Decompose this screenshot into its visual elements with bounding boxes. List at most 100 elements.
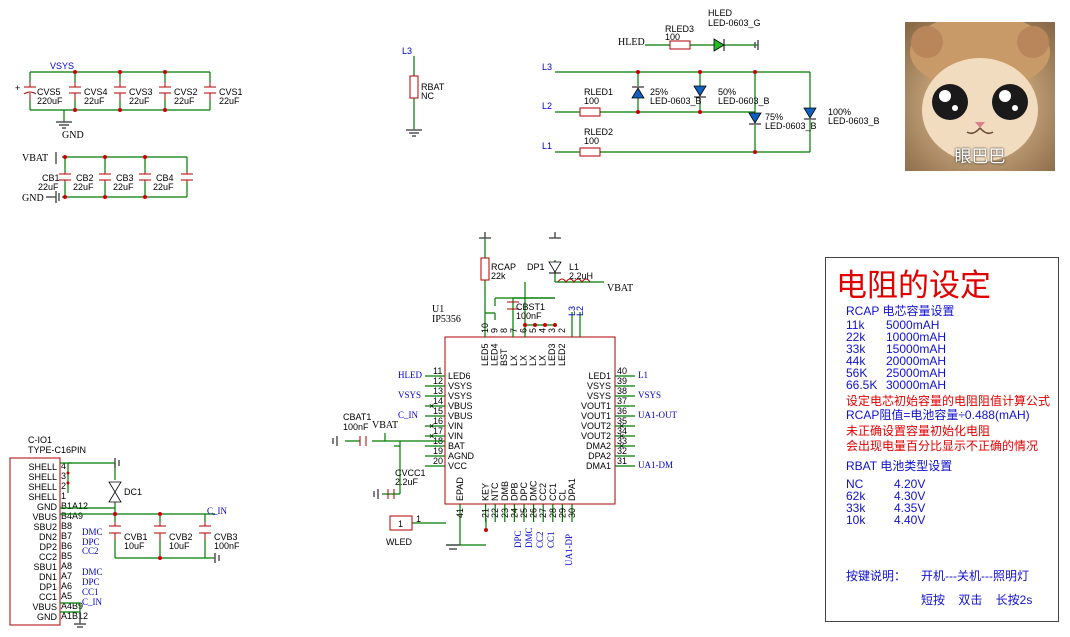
cb1-value: 22uF — [38, 182, 59, 192]
bottom-pin-num: 29 — [557, 508, 567, 518]
right-pin-name: VOUT1 — [581, 411, 611, 421]
bottom-pin-name: KEY — [481, 483, 491, 501]
usb-pin-num: A4B9 — [61, 601, 83, 611]
wled-pin-num-2: 1 — [416, 514, 421, 524]
cvs4-value: 22uF — [84, 96, 105, 106]
cb2-ref: CB2 — [76, 173, 94, 183]
bottom-pin-num: 21 — [481, 508, 491, 518]
usb-dpc2-net: DPC — [82, 577, 100, 587]
no-connect-mark: × — [619, 441, 624, 451]
cvs2-ref: CVS2 — [174, 87, 198, 97]
left-pin-net: VSYS — [398, 390, 421, 400]
left-pin-num: 17 — [433, 426, 443, 436]
left-pin-net: C_IN — [398, 410, 419, 420]
cvs3-value: 22uF — [129, 96, 150, 106]
right-pin-num: 34 — [617, 426, 627, 436]
inductor-icon — [557, 278, 591, 283]
usb-pin-num: B4A9 — [61, 511, 83, 521]
usb-cc1-net: CC1 — [82, 587, 99, 597]
right-pin-num: 36 — [617, 406, 627, 416]
left-pin-num: 20 — [433, 456, 443, 466]
rled3-value: 100 — [665, 32, 680, 42]
cvcc-ref: CVCC1 — [395, 468, 426, 478]
left-pin-name: VSYS — [448, 391, 472, 401]
left-pin-name: LED6 — [448, 371, 471, 381]
usb-body — [9, 457, 61, 626]
usb-pin-num: A8 — [61, 561, 72, 571]
top-net-l3: L3 — [567, 306, 577, 316]
dc1-ref: DC1 — [124, 487, 142, 497]
ip5356-block: U1 IP5356 RCAP 22k DP1 L1 2.2uH VBAT CBS… — [332, 232, 678, 566]
right-pin-name: DMA1 — [586, 461, 611, 471]
right-pin-num: 31 — [617, 456, 627, 466]
usb-pin-num: 1 — [61, 491, 66, 501]
led-blue-icon — [748, 112, 762, 124]
top-pin-name: LX — [538, 355, 548, 366]
usb-pin-num: B5 — [61, 551, 72, 561]
rled2-value: 100 — [584, 136, 599, 146]
d25-pct: 25% — [650, 87, 668, 97]
cb3-value: 22uF — [113, 182, 134, 192]
usb-pin-name: DP1 — [39, 582, 57, 592]
left-pin-num: 13 — [433, 386, 443, 396]
left-pin-num: 15 — [433, 406, 443, 416]
rled3-ref: RLED3 — [665, 24, 694, 34]
cvcc-value: 2.2uF — [395, 477, 419, 487]
vbat-cap-bank: VBAT GND CB1 22uF CB2 22uF CB3 22uF CB4 … — [22, 152, 193, 204]
rbat-ref: RBAT — [421, 82, 445, 92]
right-pin-name: VOUT2 — [581, 421, 611, 431]
wled-pin-num: 1 — [398, 519, 403, 529]
right-pin-net: UA1-OUT — [638, 410, 677, 420]
top-net-l2: L2 — [575, 306, 585, 316]
l1-value: 2.2uH — [569, 271, 593, 281]
top-pin-name: LX — [528, 355, 538, 366]
top-pin-num: 2 — [557, 328, 567, 333]
rcap-value: 22k — [491, 271, 506, 281]
usb-pin-num: B7 — [61, 531, 72, 541]
right-pin-num: 37 — [617, 396, 627, 406]
bottom-pin-num: 28 — [548, 508, 558, 518]
usb-dmc2-net: DMC — [82, 567, 103, 577]
left-pin-num: 14 — [433, 396, 443, 406]
top-pin-name: LED3 — [547, 343, 557, 366]
right-pin-name: LED1 — [588, 371, 611, 381]
cb4-ref: CB4 — [156, 173, 174, 183]
key-actions: 短按 双击 长按2s — [921, 593, 1033, 607]
left-pin-net: HLED — [398, 370, 422, 380]
bnet-dmc: DMC — [524, 527, 534, 548]
right-pin-num: 40 — [617, 366, 627, 376]
hled-ref: HLED — [708, 8, 733, 18]
right-pin-name: DPA2 — [588, 451, 611, 461]
bottom-pin-num: 30 — [567, 508, 577, 518]
vbat-net-label-1: VBAT — [22, 153, 48, 164]
no-connect-mark: × — [429, 401, 434, 411]
bottom-pin-name: DPA1 — [567, 478, 577, 501]
left-pin-name: VCC — [448, 461, 468, 471]
usb-pin-num: 4 — [61, 461, 66, 471]
hled-net-label: HLED — [618, 37, 645, 48]
usb-pin-name: SHELL — [28, 492, 57, 502]
formula-title: 设定电芯初始容量的电阻阻值计算公式 — [846, 394, 1051, 408]
tvs-diode-icon — [108, 481, 122, 493]
rbat-header: RBAT 电池类型设置 — [846, 459, 953, 473]
photo-caption: 眼巴巴 — [954, 147, 1006, 167]
cvs1-value: 22uF — [219, 96, 240, 106]
cb3-ref: CB3 — [116, 173, 134, 183]
bottom-pin-num: 27 — [538, 508, 548, 518]
left-pin-num: 11 — [433, 366, 442, 376]
led-green-icon — [713, 38, 725, 52]
ic-part: IP5356 — [432, 314, 461, 325]
usb-dmc-net: DMC — [82, 527, 103, 537]
ground-icon — [56, 121, 72, 129]
rcap-ref: RCAP — [491, 262, 516, 272]
bottom-pin-name: CC1 — [548, 483, 558, 501]
cvb1-ref: CVB1 — [124, 532, 148, 542]
usb-pin-name: DN1 — [39, 572, 57, 582]
